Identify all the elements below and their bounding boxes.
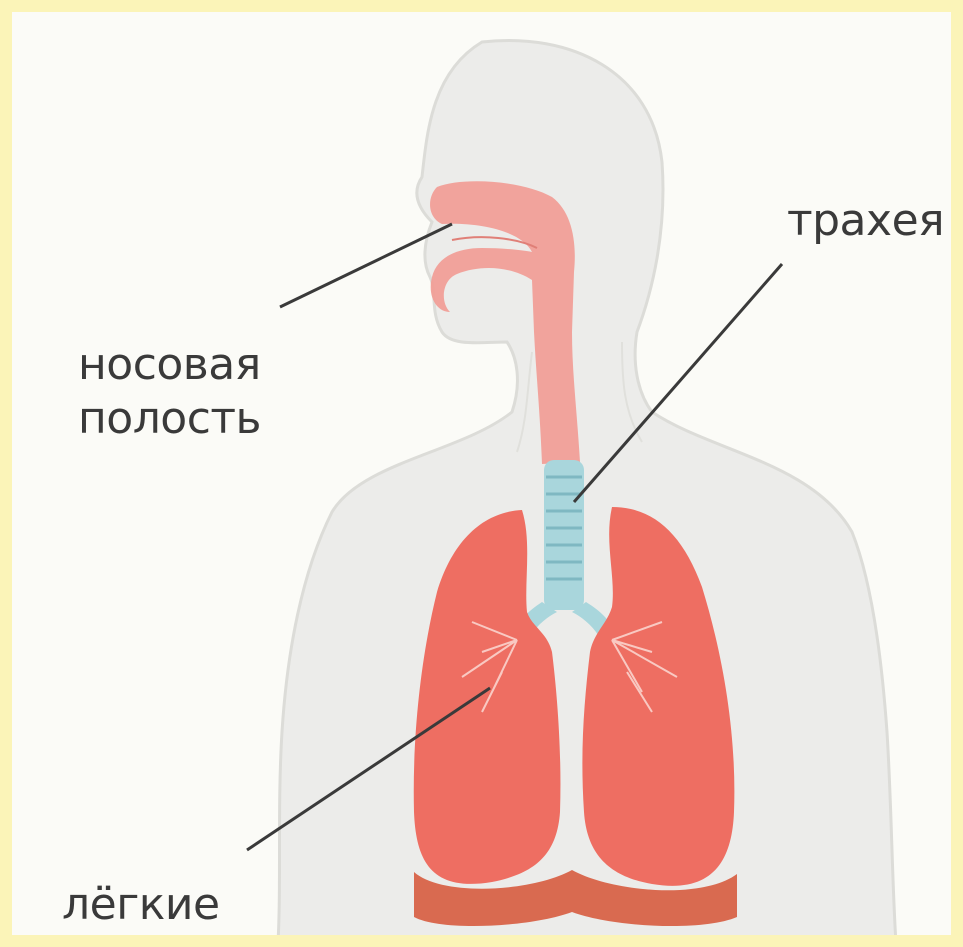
trachea-label: трахея (787, 194, 944, 248)
trachea-tube (544, 460, 584, 610)
nasal-cavity-label-line2: полость (78, 392, 261, 446)
nasal-cavity-label-line1: носовая (78, 338, 261, 392)
lungs-label: лёгкие (62, 878, 220, 932)
nasal-cavity-label: носовая полость (78, 338, 261, 446)
respiratory-system-illustration (12, 12, 963, 947)
